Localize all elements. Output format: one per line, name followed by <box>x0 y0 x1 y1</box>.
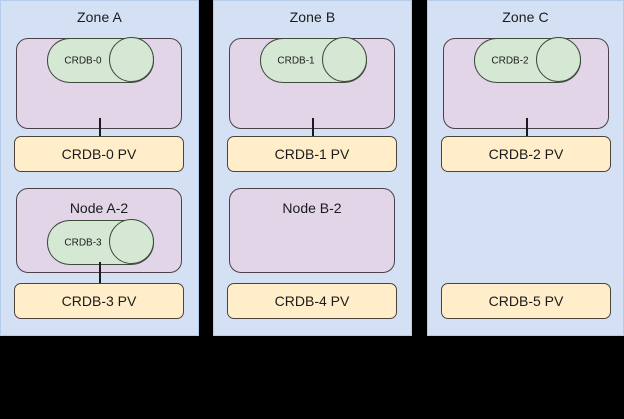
node-label-b-2: Node B-2 <box>282 200 342 216</box>
pv-box-crdb-3[interactable]: CRDB-3 PV <box>14 283 184 319</box>
pv-box-crdb-4[interactable]: CRDB-4 PV <box>227 283 397 319</box>
cylinder-end-cap <box>109 219 154 264</box>
database-label-crdb-2: CRDB-2 <box>491 55 529 66</box>
connector-node-b-1-to-pv <box>312 118 314 138</box>
pv-label-crdb-5: CRDB-5 PV <box>488 293 564 309</box>
database-cylinder-crdb-2[interactable]: CRDB-2 <box>474 37 581 83</box>
pv-label-crdb-2: CRDB-2 PV <box>488 146 564 162</box>
node-label-a-2: Node A-2 <box>69 200 129 216</box>
pv-box-crdb-0[interactable]: CRDB-0 PV <box>14 136 184 172</box>
zone-title-b: Zone B <box>289 9 336 25</box>
pv-label-crdb-4: CRDB-4 PV <box>274 293 350 309</box>
cylinder-end-cap <box>322 37 367 82</box>
pv-label-crdb-3: CRDB-3 PV <box>61 293 137 309</box>
pv-box-crdb-2[interactable]: CRDB-2 PV <box>441 136 611 172</box>
pv-box-crdb-5[interactable]: CRDB-5 PV <box>441 283 611 319</box>
pv-label-crdb-0: CRDB-0 PV <box>61 146 137 162</box>
pv-label-crdb-1: CRDB-1 PV <box>274 146 350 162</box>
node-box-b-2[interactable]: Node B-2 <box>229 188 395 273</box>
database-label-crdb-1: CRDB-1 <box>277 55 315 66</box>
pv-box-crdb-1[interactable]: CRDB-1 PV <box>227 136 397 172</box>
cylinder-end-cap <box>109 37 154 82</box>
database-label-crdb-0: CRDB-0 <box>64 55 102 66</box>
database-cylinder-crdb-0[interactable]: CRDB-0 <box>47 37 154 83</box>
database-cylinder-crdb-1[interactable]: CRDB-1 <box>260 37 367 83</box>
zone-title-c: Zone C <box>502 9 549 25</box>
cylinder-end-cap <box>536 37 581 82</box>
database-cylinder-crdb-3[interactable]: CRDB-3 <box>47 219 154 265</box>
database-label-crdb-3: CRDB-3 <box>64 237 102 248</box>
zone-title-a: Zone A <box>77 9 122 25</box>
connector-node-a-1-to-pv <box>99 118 101 138</box>
connector-node-c-1-to-pv <box>526 118 528 138</box>
connector-node-a-2-to-pv <box>99 262 101 284</box>
